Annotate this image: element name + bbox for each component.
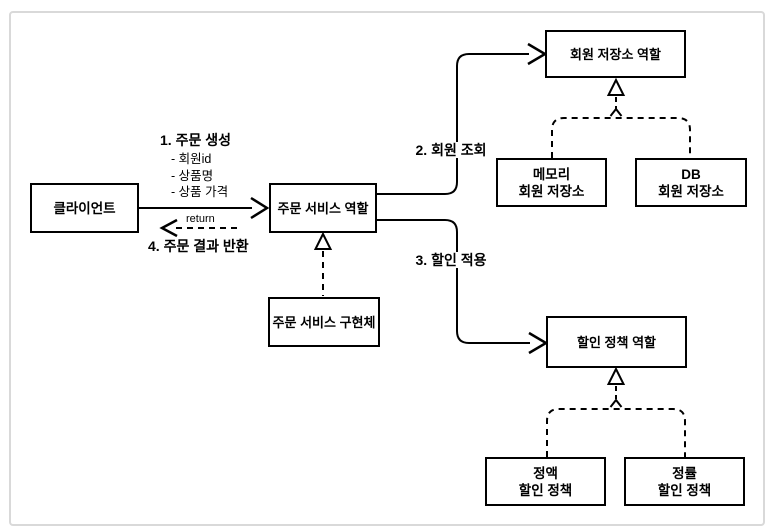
generalization-triangle-member-repo (606, 77, 626, 96)
node-client-label: 클라이언트 (53, 200, 116, 216)
arrow-member-lookup (377, 53, 529, 195)
node-memory-member-repo-line2: 회원 저장소 (518, 183, 585, 199)
node-discount-policy-role-label: 할인 정책 역할 (577, 334, 656, 350)
edge-label-step1-title: 1. 주문 생성 (160, 132, 231, 148)
node-order-service-impl: 주문 서비스 구현체 (268, 297, 380, 347)
diagram-panel-border (9, 11, 765, 526)
generalization-caret-member (609, 107, 623, 117)
edge-label-step1-param2: - 상품명 (171, 168, 214, 183)
arrow-return-head (159, 218, 178, 238)
node-order-service-role-label: 주문 서비스 역할 (277, 200, 369, 216)
node-discount-policy-role: 할인 정책 역할 (546, 316, 687, 368)
node-client: 클라이언트 (30, 183, 139, 233)
generalization-triangle-discount (606, 366, 626, 385)
node-order-service-impl-label: 주문 서비스 구현체 (272, 314, 376, 330)
node-db-member-repo: DB 회원 저장소 (635, 158, 747, 207)
generalization-dash-discount-branches (546, 408, 686, 457)
edge-label-return: return (186, 213, 215, 225)
node-fixed-discount-policy-line2: 할인 정책 (518, 482, 573, 498)
edge-label-step4: 4. 주문 결과 반환 (148, 238, 249, 254)
edge-label-step1-param1: - 회원id (171, 152, 212, 166)
arrow-discount-apply-head (528, 331, 549, 355)
node-db-member-repo-line1: DB (681, 166, 701, 182)
node-fixed-discount-policy-line1: 정액 (533, 465, 558, 481)
edge-label-step1-params: - 회원id - 상품명 - 상품 가격 (171, 151, 228, 201)
edge-label-step1-param3: - 상품 가격 (171, 185, 229, 199)
generalization-dash-member-branches (551, 117, 691, 158)
generalization-triangle-order-service (313, 231, 333, 250)
node-rate-discount-policy: 정률 할인 정책 (624, 457, 745, 506)
node-rate-discount-policy-line2: 할인 정책 (657, 482, 712, 498)
node-db-member-repo-line2: 회원 저장소 (658, 183, 724, 199)
node-rate-discount-policy-line1: 정률 (672, 465, 697, 481)
node-memory-member-repo: 메모리 회원 저장소 (496, 158, 607, 207)
arrow-order-create-head (250, 196, 270, 220)
arrow-member-lookup-head (527, 42, 548, 66)
edge-label-step3: 3. 할인 적용 (406, 252, 496, 268)
node-member-repo-role: 회원 저장소 역할 (545, 30, 686, 78)
arrow-discount-apply (377, 219, 530, 344)
node-memory-member-repo-line1: 메모리 (532, 166, 571, 182)
node-member-repo-role-label: 회원 저장소 역할 (570, 46, 661, 62)
edge-label-step2: 2. 회원 조회 (406, 142, 496, 158)
generalization-caret-discount (609, 398, 623, 408)
node-fixed-discount-policy: 정액 할인 정책 (485, 457, 606, 506)
node-order-service-role: 주문 서비스 역할 (269, 183, 377, 233)
